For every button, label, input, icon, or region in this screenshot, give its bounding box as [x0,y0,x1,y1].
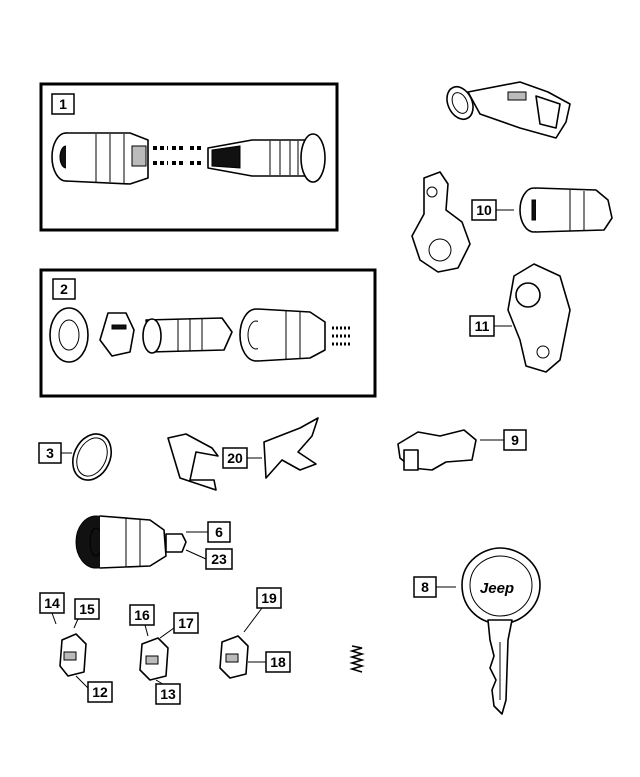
callout-6[interactable]: 6 [207,521,231,543]
ignition-cylinder-set-illustration [49,307,350,363]
callout-15[interactable]: 15 [74,598,100,620]
svg-text:2: 2 [60,281,68,297]
callout-2[interactable]: 2 [52,278,76,300]
svg-text:9: 9 [511,432,519,448]
callout-23[interactable]: 23 [205,548,233,570]
group-box-2 [39,268,377,398]
svg-text:6: 6 [215,524,223,540]
spring-illustration [349,645,365,673]
lock-arm-illustration [507,263,571,373]
key-logo-text: Jeep [480,580,514,597]
lock-lever-illustration [411,171,471,273]
svg-text:16: 16 [134,607,150,623]
callout-14[interactable]: 14 [39,592,65,614]
tumbler-c-illustration [219,635,249,679]
svg-text:13: 13 [160,686,176,702]
retainer-ring-illustration [71,433,113,481]
svg-text:19: 19 [261,590,277,606]
svg-text:18: 18 [270,654,286,670]
callout-11[interactable]: 11 [469,315,495,337]
svg-text:23: 23 [211,551,227,567]
callout-16[interactable]: 16 [129,604,155,626]
callout-13[interactable]: 13 [155,683,181,705]
svg-text:20: 20 [227,450,243,466]
svg-text:10: 10 [476,202,492,218]
retainer-clip-illustration [167,417,319,491]
trunk-lock-cylinder-illustration [75,515,187,569]
group-box-1 [39,82,339,232]
lock-cylinder-set-illustration [51,132,326,185]
callout-12[interactable]: 12 [87,681,113,703]
callout-17[interactable]: 17 [173,612,199,634]
callout-3[interactable]: 3 [38,442,62,464]
tumbler-b-illustration [139,637,169,681]
callout-20[interactable]: 20 [222,447,248,469]
svg-text:1: 1 [59,96,67,112]
svg-text:8: 8 [421,579,429,595]
svg-text:15: 15 [79,601,95,617]
svg-text:17: 17 [178,615,194,631]
lock-actuator-illustration [397,429,477,471]
callout-1[interactable]: 1 [51,93,75,115]
ignition-switch-illustration [446,81,571,139]
svg-text:3: 3 [46,445,54,461]
door-lock-cylinder-illustration [519,187,613,233]
callout-18[interactable]: 18 [265,651,291,673]
svg-text:14: 14 [44,595,60,611]
callout-8[interactable]: 8 [413,576,437,598]
callout-9[interactable]: 9 [503,429,527,451]
svg-text:12: 12 [92,684,108,700]
callout-10[interactable]: 10 [471,199,497,221]
tumbler-a-illustration [59,633,87,677]
key-illustration [461,547,541,715]
svg-text:11: 11 [475,318,490,334]
callout-19[interactable]: 19 [256,587,282,609]
